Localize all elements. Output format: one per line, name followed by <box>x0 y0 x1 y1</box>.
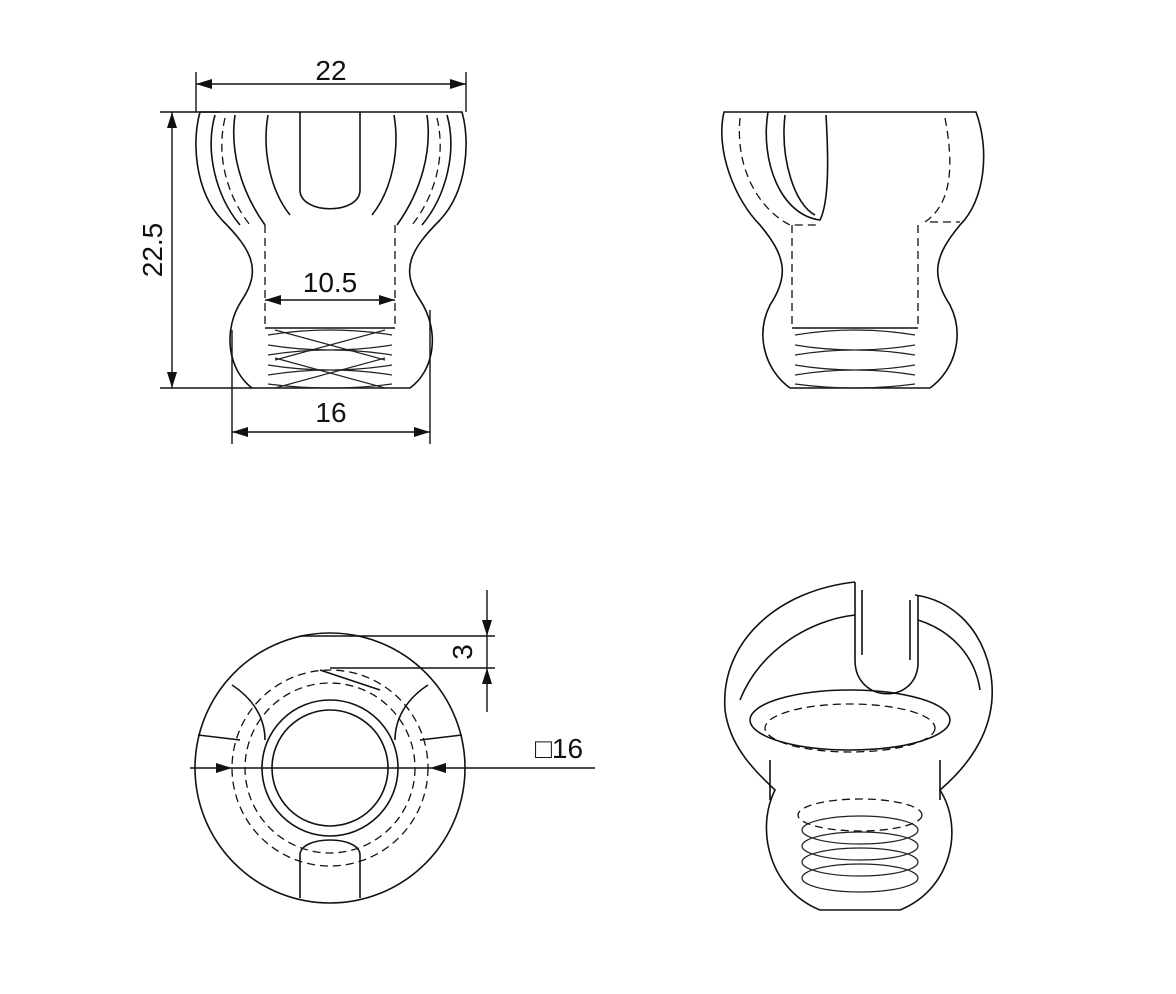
dim-height-label: 22.5 <box>137 223 168 278</box>
dim-inner-width-label: 10.5 <box>303 267 358 298</box>
dim-bottom-width-label: 16 <box>315 397 346 428</box>
dim-slot-label: 3 <box>447 644 478 660</box>
front-view: 22 22.5 10.5 16 <box>137 55 467 444</box>
dim-square-label: □16 <box>535 733 583 764</box>
isometric-view <box>724 581 994 911</box>
thread-coils <box>797 798 923 893</box>
top-view: 3 □16 <box>190 590 595 904</box>
side-view <box>721 111 985 389</box>
dim-top-width-label: 22 <box>315 55 346 86</box>
thread-hatching <box>267 329 393 389</box>
